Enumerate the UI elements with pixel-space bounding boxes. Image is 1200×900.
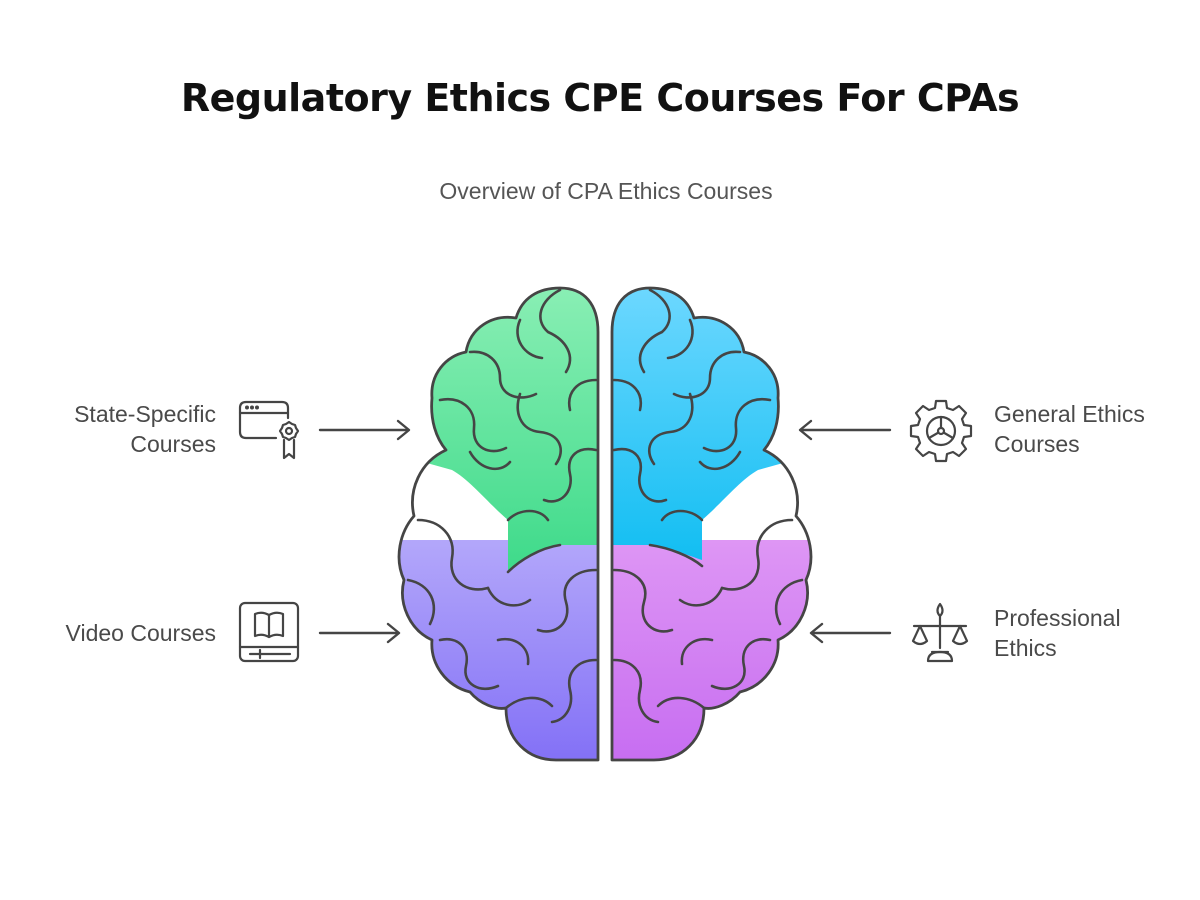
label-state-specific-line1: State-Specific <box>74 401 216 427</box>
video-book-icon <box>238 601 300 663</box>
arrow-state-specific <box>318 419 411 441</box>
brain-region-purple <box>399 540 598 760</box>
label-general-ethics-courses: General Ethics Courses <box>994 399 1145 459</box>
label-state-specific-courses: State-Specific Courses <box>74 399 216 459</box>
label-state-specific-line2: Courses <box>130 431 216 457</box>
label-general-ethics-line1: General Ethics <box>994 401 1145 427</box>
certificate-browser-icon <box>238 400 300 460</box>
page-title: Regulatory Ethics CPE Courses For CPAs <box>180 76 1020 120</box>
gear-icon <box>909 399 973 463</box>
brain-region-magenta <box>612 540 811 760</box>
label-video-courses: Video Courses <box>66 618 216 648</box>
arrow-professional-ethics <box>809 622 892 644</box>
label-general-ethics-line2: Courses <box>994 431 1080 457</box>
page-subtitle: Overview of CPA Ethics Courses <box>439 178 773 204</box>
arrow-video-courses <box>318 622 401 644</box>
brain-left-hemisphere <box>397 286 600 762</box>
arrow-general-ethics <box>798 419 892 441</box>
brain-region-green <box>399 288 598 572</box>
label-video-line1: Video Courses <box>65 620 216 646</box>
scales-icon <box>911 602 969 663</box>
label-professional-line2: Ethics <box>994 635 1057 661</box>
label-professional-ethics: Professional Ethics <box>994 603 1121 663</box>
label-professional-line1: Professional <box>994 605 1121 631</box>
brain-right-hemisphere <box>610 286 813 762</box>
